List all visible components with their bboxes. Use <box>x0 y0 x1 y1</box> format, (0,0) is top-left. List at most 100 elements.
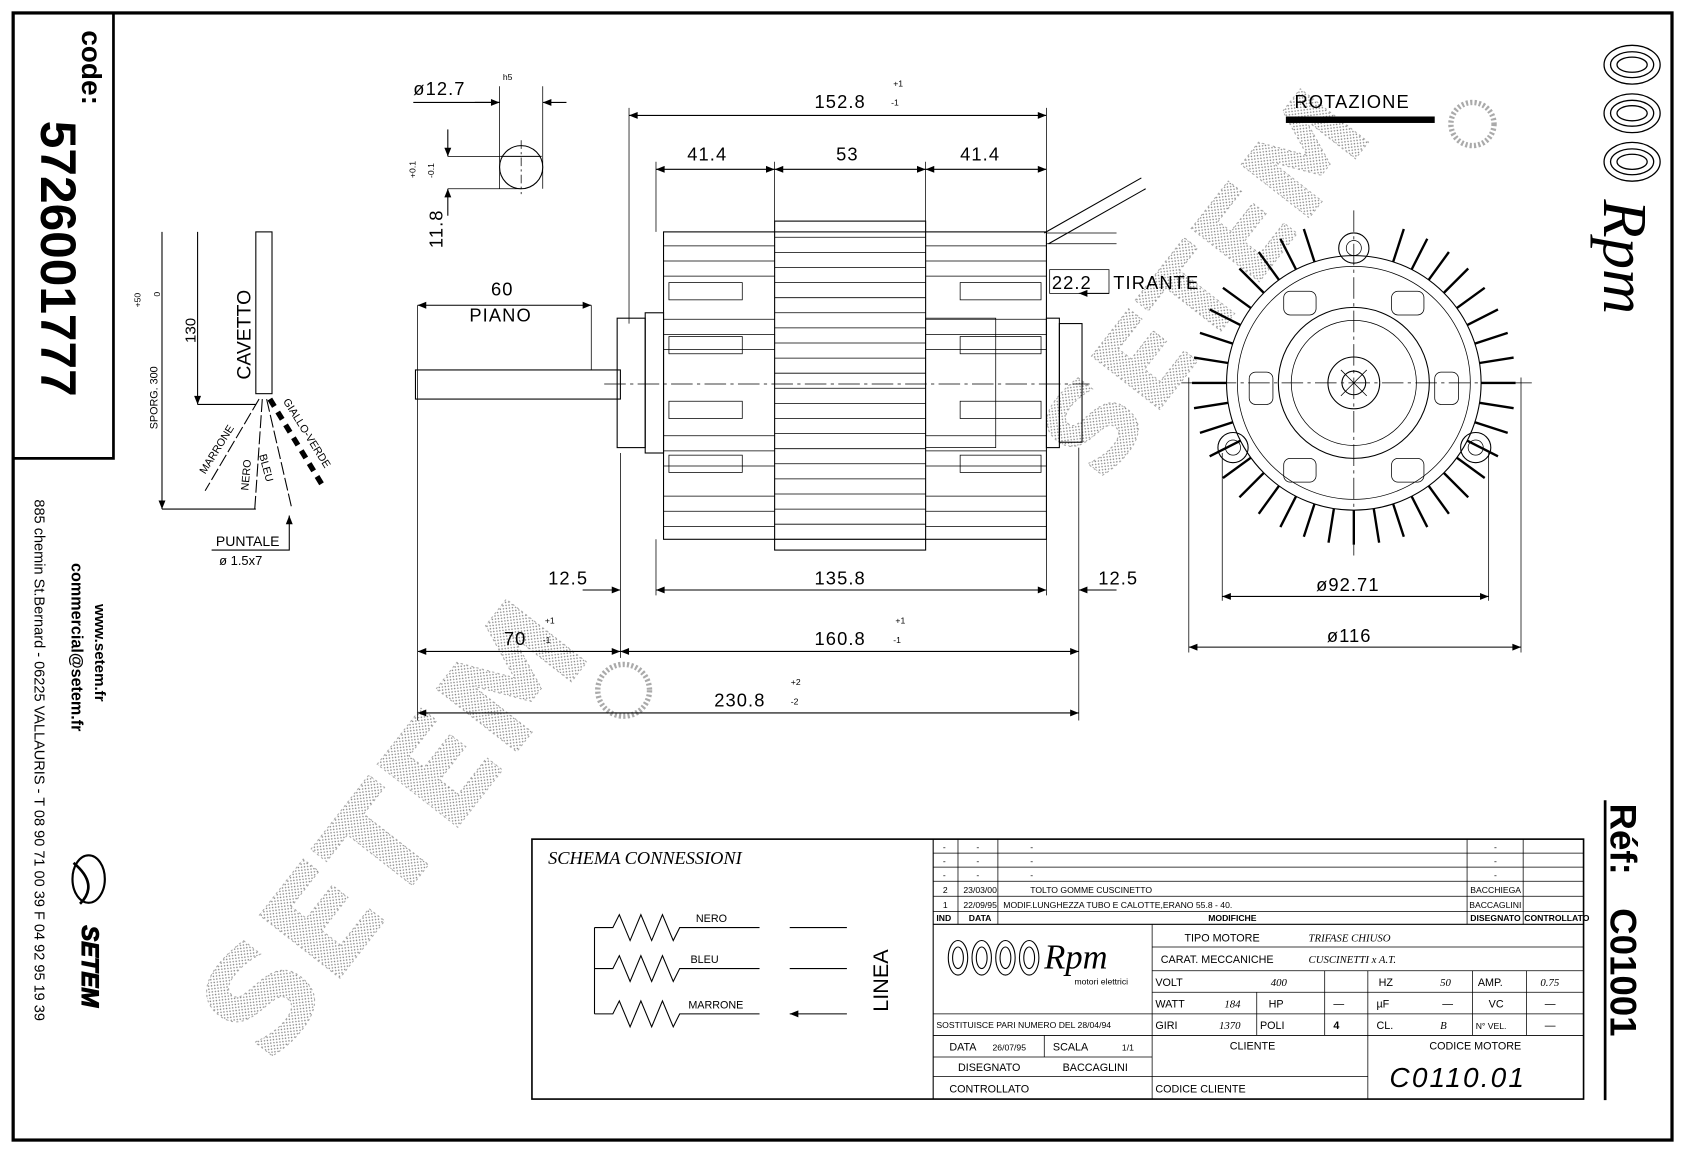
flat-tol-plus: +0.1 <box>407 161 417 178</box>
svg-text:MODIF.LUNGHEZZA TUBO E CALOTTE: MODIF.LUNGHEZZA TUBO E CALOTTE,ERANO 55.… <box>1003 900 1232 910</box>
svg-text:-: - <box>976 842 979 852</box>
svg-text:DATA: DATA <box>969 913 992 923</box>
svg-text:22/09/95: 22/09/95 <box>963 900 997 910</box>
svg-text:-: - <box>976 856 979 866</box>
volt-value: 400 <box>1271 977 1288 989</box>
watermark-circle-icon <box>1448 99 1497 149</box>
poli-label: POLI <box>1260 1020 1285 1032</box>
flat-length-dim: 60 <box>491 279 514 300</box>
schema-wire-nero: NERO <box>696 913 727 925</box>
cooling-fin <box>1474 331 1509 345</box>
cooling-fin <box>1442 267 1470 294</box>
wire-label-nero: NERO <box>239 459 254 491</box>
cooling-fin <box>1327 508 1336 543</box>
disegnato-label: DISEGNATO <box>958 1062 1020 1074</box>
carat-label: CARAT. MECCANICHE <box>1161 954 1274 966</box>
watt-label: WATT <box>1155 998 1185 1010</box>
svg-text:2: 2 <box>943 885 948 895</box>
stator-core <box>774 220 927 551</box>
cooling-fin <box>1222 286 1252 310</box>
nvel-label: N° VEL. <box>1476 1021 1507 1031</box>
end-view-dimensions: ø92.71 ø116 ROTAZIONE <box>1188 91 1522 653</box>
mod-row: ---- <box>943 870 1497 880</box>
setem-logo: SETEM <box>71 854 106 1009</box>
cooling-fin <box>1410 238 1429 271</box>
cooling-fin <box>1302 503 1316 538</box>
right-end-cap <box>1058 323 1083 443</box>
total-length-dim: 230.8 <box>714 689 765 710</box>
watt-value: 184 <box>1224 998 1241 1010</box>
cooling-fin <box>1199 421 1234 435</box>
shaft <box>414 369 621 400</box>
svg-text:-: - <box>1494 870 1497 880</box>
svg-text:-: - <box>1494 842 1497 852</box>
nvel-value: — <box>1545 1020 1556 1032</box>
amp-label: AMP. <box>1478 977 1503 989</box>
cooling-fin <box>1474 421 1509 435</box>
linea-label: LINEA <box>868 949 893 1012</box>
vc-label: VC <box>1489 998 1504 1010</box>
schema-wire-marrone: MARRONE <box>688 999 743 1011</box>
cooling-fin <box>1466 308 1499 327</box>
body-total-tol-plus: +1 <box>895 615 905 625</box>
cable-diagram: SPORG. 300 +50 0 130 CAVETTO MARRONE NER… <box>132 231 333 568</box>
cooling-fin <box>1466 439 1499 458</box>
svg-text:1: 1 <box>943 900 948 910</box>
wire-label-bleu: BLEU <box>256 453 275 483</box>
cooling-fin <box>1238 472 1265 499</box>
flat-tol-minus: -0.1 <box>426 163 436 178</box>
codice-motore-label: CODICE MOTORE <box>1429 1040 1521 1052</box>
reference: Réf: C01001 <box>1603 800 1644 1101</box>
total-length-tol-minus: -2 <box>791 696 799 706</box>
sporg-tol-minus: 0 <box>152 292 162 297</box>
flat-label: PIANO <box>469 304 531 325</box>
tie-rod-dim: 22.2 <box>1052 272 1092 293</box>
mod-row: 1 22/09/95 MODIF.LUNGHEZZA TUBO E CALOTTE,… <box>943 900 1522 910</box>
svg-text:DISEGNATO: DISEGNATO <box>1470 913 1521 923</box>
hp-label: HP <box>1269 998 1284 1010</box>
sporg-dimension: SPORG. 300 <box>149 366 161 429</box>
codice-cliente-label: CODICE CLIENTE <box>1155 1084 1245 1096</box>
cl-value: B <box>1440 1020 1447 1032</box>
shaft-fit: h5 <box>503 72 513 82</box>
scala-label: SCALA <box>1053 1042 1089 1054</box>
cooling-fin <box>1193 401 1229 410</box>
motor-body <box>662 231 1047 540</box>
body-length-dim: 152.8 <box>815 91 866 112</box>
svg-text:-: - <box>943 842 946 852</box>
svg-text:-: - <box>1030 870 1033 880</box>
schema-title: SCHEMA CONNESSIONI <box>548 848 743 868</box>
cooling-fin <box>1222 456 1252 479</box>
shaft-length-tol-plus: +1 <box>545 615 555 625</box>
hz-label: HZ <box>1379 977 1394 989</box>
core-length-dim: 135.8 <box>815 568 866 589</box>
motor-end-view <box>1181 210 1532 556</box>
svg-text:-: - <box>1030 856 1033 866</box>
hp-value: — <box>1333 998 1344 1010</box>
tie-rod-label: TIRANTE <box>1113 272 1199 293</box>
motor-data-block: Rpm motori elettrici TIPO MOTORE TRIFASE… <box>933 924 1584 1100</box>
carat-value: CUSCINETTI x A.T. <box>1309 954 1397 966</box>
hz-value: 50 <box>1440 977 1451 989</box>
total-length-tol-plus: +2 <box>791 677 801 687</box>
vc-value: — <box>1545 998 1556 1010</box>
address-text: 885 chemin St.Bernard - 06225 VALLAURIS … <box>31 499 47 1021</box>
rpm-logo-right: Rpm <box>1590 44 1661 314</box>
cooling-fin <box>1199 331 1234 345</box>
svg-text:TOLTO GOMME CUSCINETTO: TOLTO GOMME CUSCINETTO <box>1030 885 1152 895</box>
shaft-diameter: ø12.7 <box>413 78 465 99</box>
email-link[interactable]: commercial@setem.fr <box>67 563 85 732</box>
svg-text:-: - <box>943 870 946 880</box>
svg-text:CONTROLLATO: CONTROLLATO <box>1524 913 1590 923</box>
tie-rod <box>1044 177 1146 245</box>
controllato-label: CONTROLLATO <box>949 1084 1029 1096</box>
svg-text:BACCAGLINI: BACCAGLINI <box>1469 900 1521 910</box>
cooling-fin <box>1279 495 1298 528</box>
rpm-subtitle: motori elettrici <box>1074 977 1128 987</box>
wire-label-marrone: MARRONE <box>198 423 237 476</box>
code-box: code: 5726001777 <box>13 12 115 460</box>
cable-label: CAVETTO <box>233 290 255 380</box>
website-link[interactable]: www.setem.fr <box>91 603 108 702</box>
